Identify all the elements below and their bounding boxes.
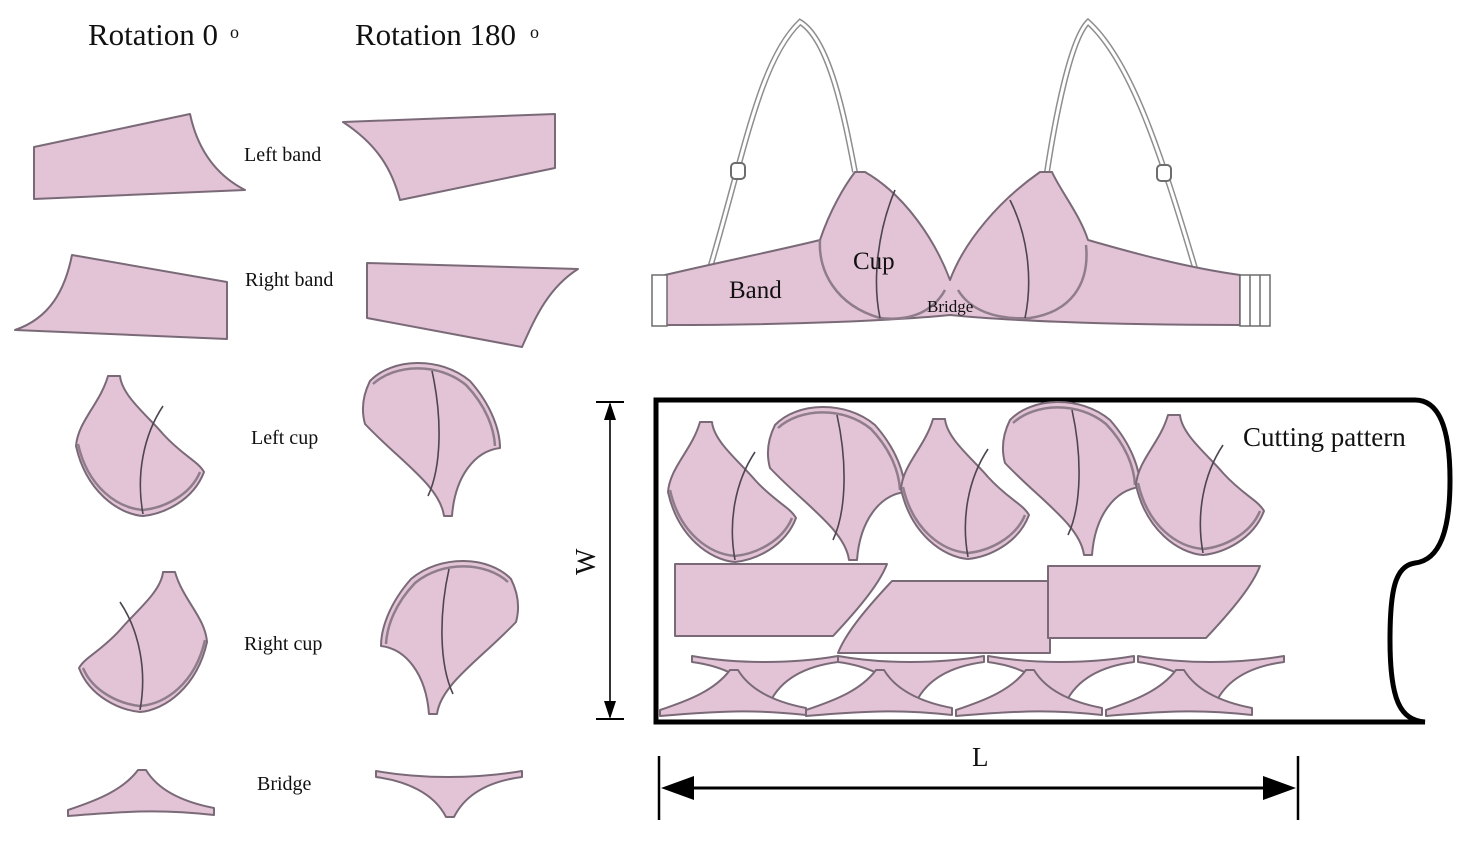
bra-label-band: Band [729, 277, 782, 304]
bra-label-bridge: Bridge [927, 297, 973, 316]
header-rotation-0: Rotation 0 [88, 17, 218, 52]
cutting-pattern-title: Cutting pattern [1243, 422, 1406, 452]
right-strap-slider [1156, 164, 1172, 182]
bra-label-cup: Cup [853, 248, 895, 275]
cutting-cups-row [666, 400, 1266, 564]
left-band-rot180 [342, 113, 556, 201]
width-label: W [571, 548, 602, 575]
cutting-bridges-row [659, 655, 1285, 717]
label-bridge: Bridge [257, 773, 312, 795]
length-dimension [657, 756, 1300, 820]
degree-mark-0: o [230, 22, 239, 42]
bra-body [664, 171, 1241, 326]
left-strap-slider [730, 162, 746, 180]
label-left-cup: Left cup [251, 427, 318, 449]
left-cup-rot0 [74, 374, 206, 518]
left-cup-rot180 [361, 361, 502, 518]
right-cup-rot180 [379, 559, 520, 716]
length-label: L [972, 742, 989, 772]
header-rotation-180: Rotation 180 [355, 17, 516, 52]
fabric-frame [653, 397, 1453, 725]
right-band-rot0 [14, 254, 228, 340]
label-left-band: Left band [244, 144, 321, 166]
right-band-rot180 [366, 262, 579, 348]
right-cup-rot0 [77, 570, 209, 714]
bridge-rot180 [375, 770, 523, 818]
bridge-rot0 [67, 769, 215, 817]
right-hook-tape [1239, 274, 1271, 327]
width-dimension [596, 401, 624, 720]
degree-mark-180: o [530, 22, 539, 42]
label-right-cup: Right cup [244, 633, 322, 655]
bra-illustration [651, 17, 1271, 327]
left-hook-tape [651, 274, 668, 327]
cutting-bands-row [674, 563, 1261, 654]
left-band-rot0 [33, 113, 246, 200]
label-right-band: Right band [245, 269, 333, 291]
